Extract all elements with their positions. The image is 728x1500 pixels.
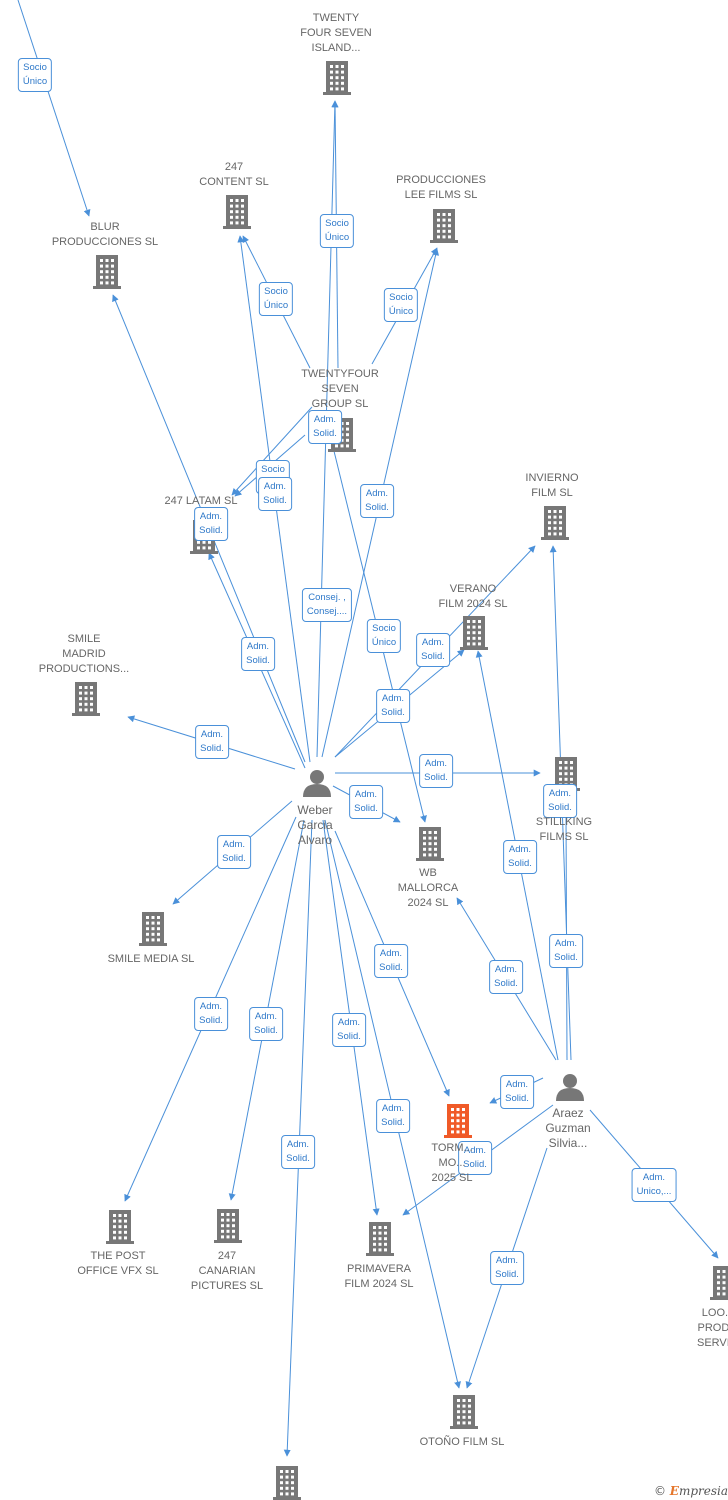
company-building-icon[interactable] (416, 827, 444, 861)
company-building-icon[interactable] (323, 61, 351, 95)
edge-label[interactable]: Adm. Solid. (500, 1075, 534, 1109)
company-building-icon[interactable] (106, 1210, 134, 1244)
company-building-icon[interactable] (214, 1209, 242, 1243)
company-label-247-latam[interactable]: 247 LATAM SL (164, 495, 238, 507)
edge-label[interactable]: Adm. Solid. (258, 477, 292, 511)
edge-label[interactable]: Adm. Solid. (458, 1141, 492, 1175)
edge-label[interactable]: Adm. Solid. (308, 410, 342, 444)
company-building-icon[interactable] (430, 209, 458, 243)
company-label-verano-film-2024[interactable]: VERANO FILM 2024 SL (438, 583, 508, 610)
edge-label[interactable]: Adm. Solid. (503, 840, 537, 874)
brand-name: mpresia (678, 1484, 728, 1498)
edge-label[interactable]: Socio Único (383, 288, 419, 322)
company-label-twentyfour-seven-group[interactable]: TWENTYFOUR SEVEN GROUP SL (301, 368, 379, 410)
edge-label[interactable]: Adm. Solid. (490, 1251, 524, 1285)
edge-label[interactable]: Adm. Solid. (376, 1099, 410, 1133)
company-building-icon[interactable] (460, 616, 488, 650)
edge-label[interactable]: Adm. Solid. (543, 784, 577, 818)
company-label-247-content[interactable]: 247 CONTENT SL (199, 161, 269, 188)
edge-label[interactable]: Adm. Solid. (195, 725, 229, 759)
edge-label[interactable]: Adm. Solid. (194, 507, 228, 541)
edge-label[interactable]: Adm. Solid. (419, 754, 453, 788)
edge-label[interactable]: Adm. Solid. (374, 944, 408, 978)
company-label-primavera-film-2024[interactable]: PRIMAVERA FILM 2024 SL (344, 1263, 414, 1290)
company-building-icon[interactable] (366, 1222, 394, 1256)
company-label-the-post-office-vfx[interactable]: THE POST OFFICE VFX SL (77, 1250, 159, 1277)
edge-weber-garcia-alvaro-to-twentyfour-seven-group (231, 406, 313, 496)
edge-label[interactable]: Adm. Solid. (217, 835, 251, 869)
edge-label[interactable]: Socio Único (17, 58, 53, 92)
company-label-smile-madrid[interactable]: SMILE MADRID PRODUCTIONS... (38, 633, 130, 675)
company-building-icon[interactable] (72, 682, 100, 716)
company-label-247-canarian-pictures[interactable]: 247 CANARIAN PICTURES SL (190, 1250, 264, 1292)
edge-label[interactable]: Consej. , Consej.... (301, 588, 353, 622)
person-label-weber-garcia-alvaro[interactable]: Weber Garcia Alvaro (297, 803, 333, 847)
edge-label[interactable]: Adm. Solid. (376, 689, 410, 723)
edge-label[interactable]: Adm. Solid. (241, 637, 275, 671)
company-building-icon[interactable] (450, 1395, 478, 1429)
company-label-stillking-films[interactable]: STILLKING FILMS SL (535, 816, 593, 843)
edge-label[interactable]: Adm. Solid. (416, 633, 450, 667)
company-label-tormenta-movie-2025[interactable]: TORM... MO... 2025 SL (431, 1142, 473, 1184)
company-label-producciones-lee-films[interactable]: PRODUCCIONES LEE FILMS SL (396, 174, 486, 201)
focus-company-building-icon[interactable] (444, 1104, 472, 1138)
company-label-smile-media[interactable]: SMILE MEDIA SL (107, 953, 195, 965)
edge-external-to-blur-producciones (17, 0, 91, 217)
person-label-araez-guzman-silvia[interactable]: Araez Guzman Silvia... (545, 1106, 591, 1150)
company-label-loo-prod-serv[interactable]: LOO... PROD... SERVI... (697, 1307, 728, 1349)
watermark: © Empresia (654, 1484, 728, 1498)
copyright-icon: © (653, 1484, 666, 1498)
person-icon[interactable] (303, 770, 331, 797)
company-label-wb-mallorca-2024[interactable]: WB MALLORCA 2024 SL (397, 867, 459, 909)
brand-initial: E (669, 1484, 679, 1498)
company-label-twenty-four-seven-island[interactable]: TWENTY FOUR SEVEN ISLAND... (300, 12, 372, 54)
edge-label[interactable]: Adm. Solid. (332, 1013, 366, 1047)
edge-label[interactable]: Adm. Solid. (194, 997, 228, 1031)
company-label-invierno-film[interactable]: INVIERNO FILM SL (525, 472, 579, 499)
company-building-icon[interactable] (139, 912, 167, 946)
company-label-otono-film[interactable]: OTOÑO FILM SL (419, 1436, 505, 1448)
person-icon[interactable] (556, 1074, 584, 1101)
edge-label[interactable]: Adm. Solid. (549, 934, 583, 968)
company-building-icon[interactable] (223, 195, 251, 229)
edge-label[interactable]: Adm. Solid. (349, 785, 383, 819)
company-building-icon[interactable] (93, 255, 121, 289)
edge-label[interactable]: Adm. Solid. (281, 1135, 315, 1169)
company-building-icon[interactable] (710, 1266, 728, 1300)
company-label-blur-producciones[interactable]: BLUR PRODUCCIONES SL (51, 221, 159, 248)
edge-label[interactable]: Socio Único (258, 282, 294, 316)
edge-label[interactable]: Adm. Solid. (489, 960, 523, 994)
edge-label[interactable]: Socio Único (366, 619, 402, 653)
company-building-icon[interactable] (273, 1466, 301, 1500)
edge-label[interactable]: Socio Único (319, 214, 355, 248)
edge-label[interactable]: Adm. Unico,... (631, 1168, 677, 1202)
edge-label[interactable]: Adm. Solid. (249, 1007, 283, 1041)
company-building-icon[interactable] (541, 506, 569, 540)
edge-label[interactable]: Adm. Solid. (360, 484, 394, 518)
